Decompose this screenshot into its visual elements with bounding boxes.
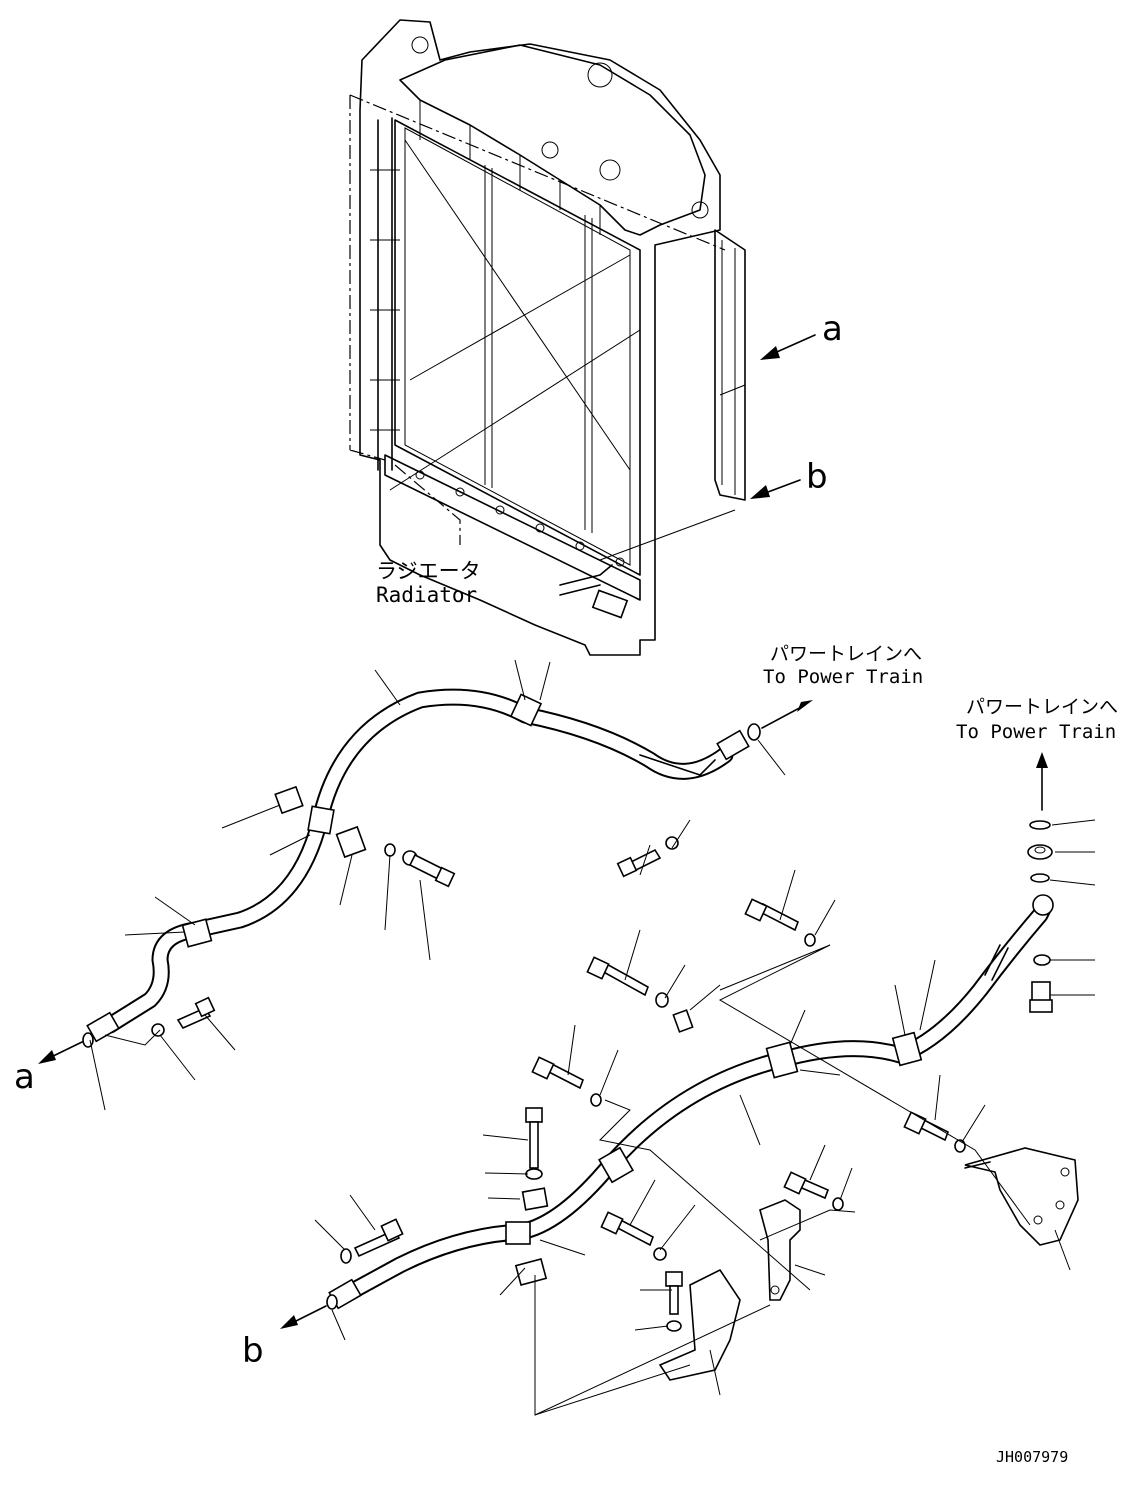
connection-letter-a-top: a: [822, 309, 843, 349]
connection-letter-b-bottom: b: [242, 1331, 264, 1371]
brackets: [658, 1147, 1079, 1381]
lower-hose: [328, 894, 1054, 1310]
power-train-arrow-2: [1036, 752, 1048, 811]
connection-letter-b-top: b: [806, 457, 828, 497]
radiator-label-jp: ラジエータ: [376, 559, 481, 583]
connection-letter-a-left: a: [14, 1057, 35, 1097]
right-loose-parts: [1027, 820, 1053, 1013]
power-train-2-label-en: To Power Train: [956, 721, 1116, 743]
connection-arrow-a-left: [38, 1041, 83, 1064]
power-train-1-label-en: To Power Train: [763, 666, 923, 688]
upper-hose: [86, 688, 750, 1043]
upper-leader-lines: [89, 659, 786, 1111]
power-train-arrow-1: [761, 700, 813, 729]
power-train-1-label-jp: パワートレインへ: [770, 643, 922, 665]
drawing-number: JH007979: [996, 1448, 1068, 1466]
middle-loose-parts: [326, 898, 966, 1332]
radiator-label-en: Radiator: [376, 583, 477, 607]
radiator-assembly: [349, 19, 746, 656]
connection-arrow-b-bottom: [280, 1305, 327, 1329]
lower-leader-lines: [314, 819, 1096, 1416]
upper-loose-parts: [82, 723, 761, 1048]
connection-arrow-a-top: [760, 334, 816, 360]
power-train-2-label-jp: パワートレインへ: [966, 696, 1118, 718]
connection-arrow-b-top: [750, 479, 801, 499]
